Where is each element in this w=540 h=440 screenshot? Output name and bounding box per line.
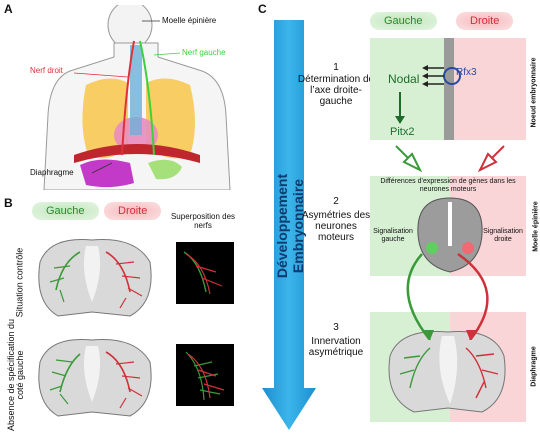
step1-text: Détermination de l’axe droite-gauche bbox=[297, 74, 375, 107]
step2-text: Asymétries des neurones moteurs bbox=[301, 210, 371, 243]
label-diaphragme: Diaphragme bbox=[30, 168, 74, 177]
panel-c-label: C bbox=[258, 2, 267, 16]
development-arrow bbox=[262, 20, 316, 430]
axon-projections bbox=[406, 252, 489, 340]
superposition-control bbox=[176, 242, 234, 304]
spinal-cord-section bbox=[417, 197, 483, 273]
box1-right bbox=[450, 38, 526, 140]
hollow-arrow-right bbox=[477, 145, 505, 173]
box1-left bbox=[370, 38, 450, 140]
step2-number: 2 bbox=[333, 196, 339, 207]
label-signal-gauche: Signalisation gauche bbox=[373, 228, 413, 243]
label-nerf-gauche: Nerf gauche bbox=[182, 48, 226, 57]
label-nodal: Nodal bbox=[388, 72, 420, 86]
badge-droite-c: Droite bbox=[456, 12, 514, 30]
label-superposition: Superposition des nerfs bbox=[170, 212, 236, 230]
badge-gauche: Gauche bbox=[32, 202, 99, 220]
label-diaphragme-c: Diaphragme bbox=[530, 346, 538, 387]
diaphragm-innervation bbox=[388, 331, 506, 413]
diaphragm-control bbox=[38, 238, 152, 317]
badge-gauche-c: Gauche bbox=[370, 12, 437, 30]
label-pitx2: Pitx2 bbox=[390, 126, 415, 138]
panel-b-label: B bbox=[4, 196, 13, 210]
step3-number: 3 bbox=[333, 322, 339, 333]
label-absence-specification: Absence de spécification du coté gauche bbox=[6, 318, 25, 432]
step3-text: Innervation asymétrique bbox=[308, 336, 364, 358]
hollow-arrow-left bbox=[395, 145, 423, 173]
label-rfx3: Rfx3 bbox=[456, 67, 477, 78]
label-noeud-embryonnaire: Noeud embryonnaire bbox=[530, 57, 538, 128]
superposition-abnormal bbox=[176, 344, 234, 406]
label-nerf-droit: Nerf droit bbox=[30, 66, 63, 75]
label-moelle-epiniere: Moelle épinière bbox=[162, 16, 217, 25]
panel-a-label: A bbox=[4, 2, 13, 16]
anatomy-illustration bbox=[43, 5, 231, 190]
label-moelle-epiniere-c: Moelle épinière bbox=[532, 201, 540, 252]
node-diagram bbox=[395, 38, 461, 140]
label-signal-droite: Signalisation droite bbox=[483, 228, 523, 243]
step1-number: 1 bbox=[333, 62, 339, 73]
label-differences: Différences d’expression de gènes dans l… bbox=[380, 178, 516, 193]
badge-droite: Droite bbox=[104, 202, 162, 220]
diaphragm-abnormal bbox=[38, 338, 152, 417]
